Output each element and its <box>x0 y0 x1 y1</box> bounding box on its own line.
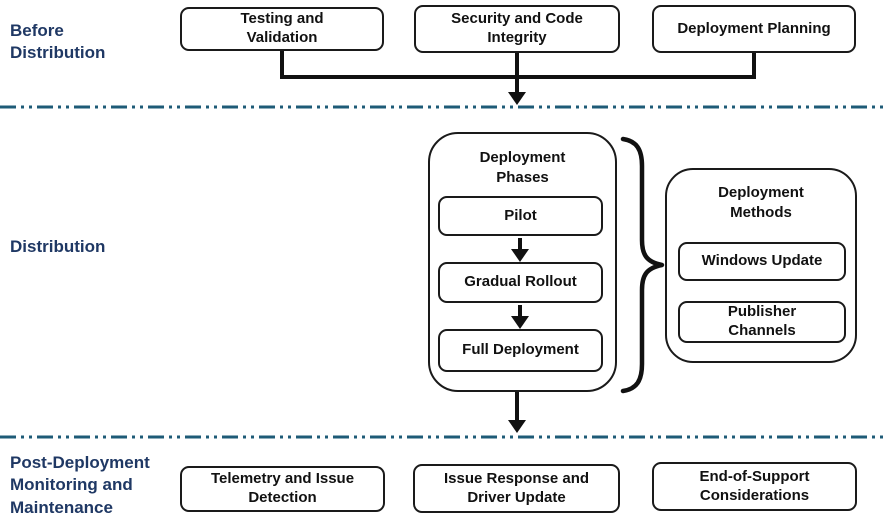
node-publisher-channels: Publisher Channels <box>678 301 846 343</box>
node-gradual-rollout: Gradual Rollout <box>438 262 603 303</box>
section-divider <box>0 435 886 439</box>
deployment-phases-title: Deployment Phases <box>479 149 566 186</box>
connector-line <box>280 51 284 79</box>
node-issue-response-and-driver-update: Issue Response and Driver Update <box>413 464 620 513</box>
connector-line <box>515 392 519 422</box>
deployment-methods-title: Deployment Methods <box>718 184 804 221</box>
post-deployment-label: Post-Deployment Monitoring and Maintenan… <box>10 453 150 517</box>
connector-line <box>518 238 522 251</box>
distribution-label: Distribution <box>10 237 106 256</box>
node-security-and-code-integrity: Security and Code Integrity <box>414 5 620 53</box>
node-end-of-support-considerations: End-of-Support Considerations <box>652 462 857 511</box>
node-deployment-planning: Deployment Planning <box>652 5 856 53</box>
brace-icon <box>620 136 665 394</box>
arrow-down-icon <box>511 316 529 329</box>
node-telemetry-and-issue-detection: Telemetry and Issue Detection <box>180 466 385 512</box>
arrow-down-icon <box>508 92 526 105</box>
connector-line <box>518 305 522 318</box>
arrow-down-icon <box>511 249 529 262</box>
node-testing-and-validation: Testing and Validation <box>180 7 384 51</box>
node-windows-update: Windows Update <box>678 242 846 281</box>
node-full-deployment: Full Deployment <box>438 329 603 372</box>
arrow-down-icon <box>508 420 526 433</box>
connector-line <box>752 53 756 79</box>
connector-line <box>515 53 519 93</box>
section-divider <box>0 105 886 109</box>
node-pilot: Pilot <box>438 196 603 236</box>
before-distribution-label: Before Distribution <box>10 21 106 63</box>
